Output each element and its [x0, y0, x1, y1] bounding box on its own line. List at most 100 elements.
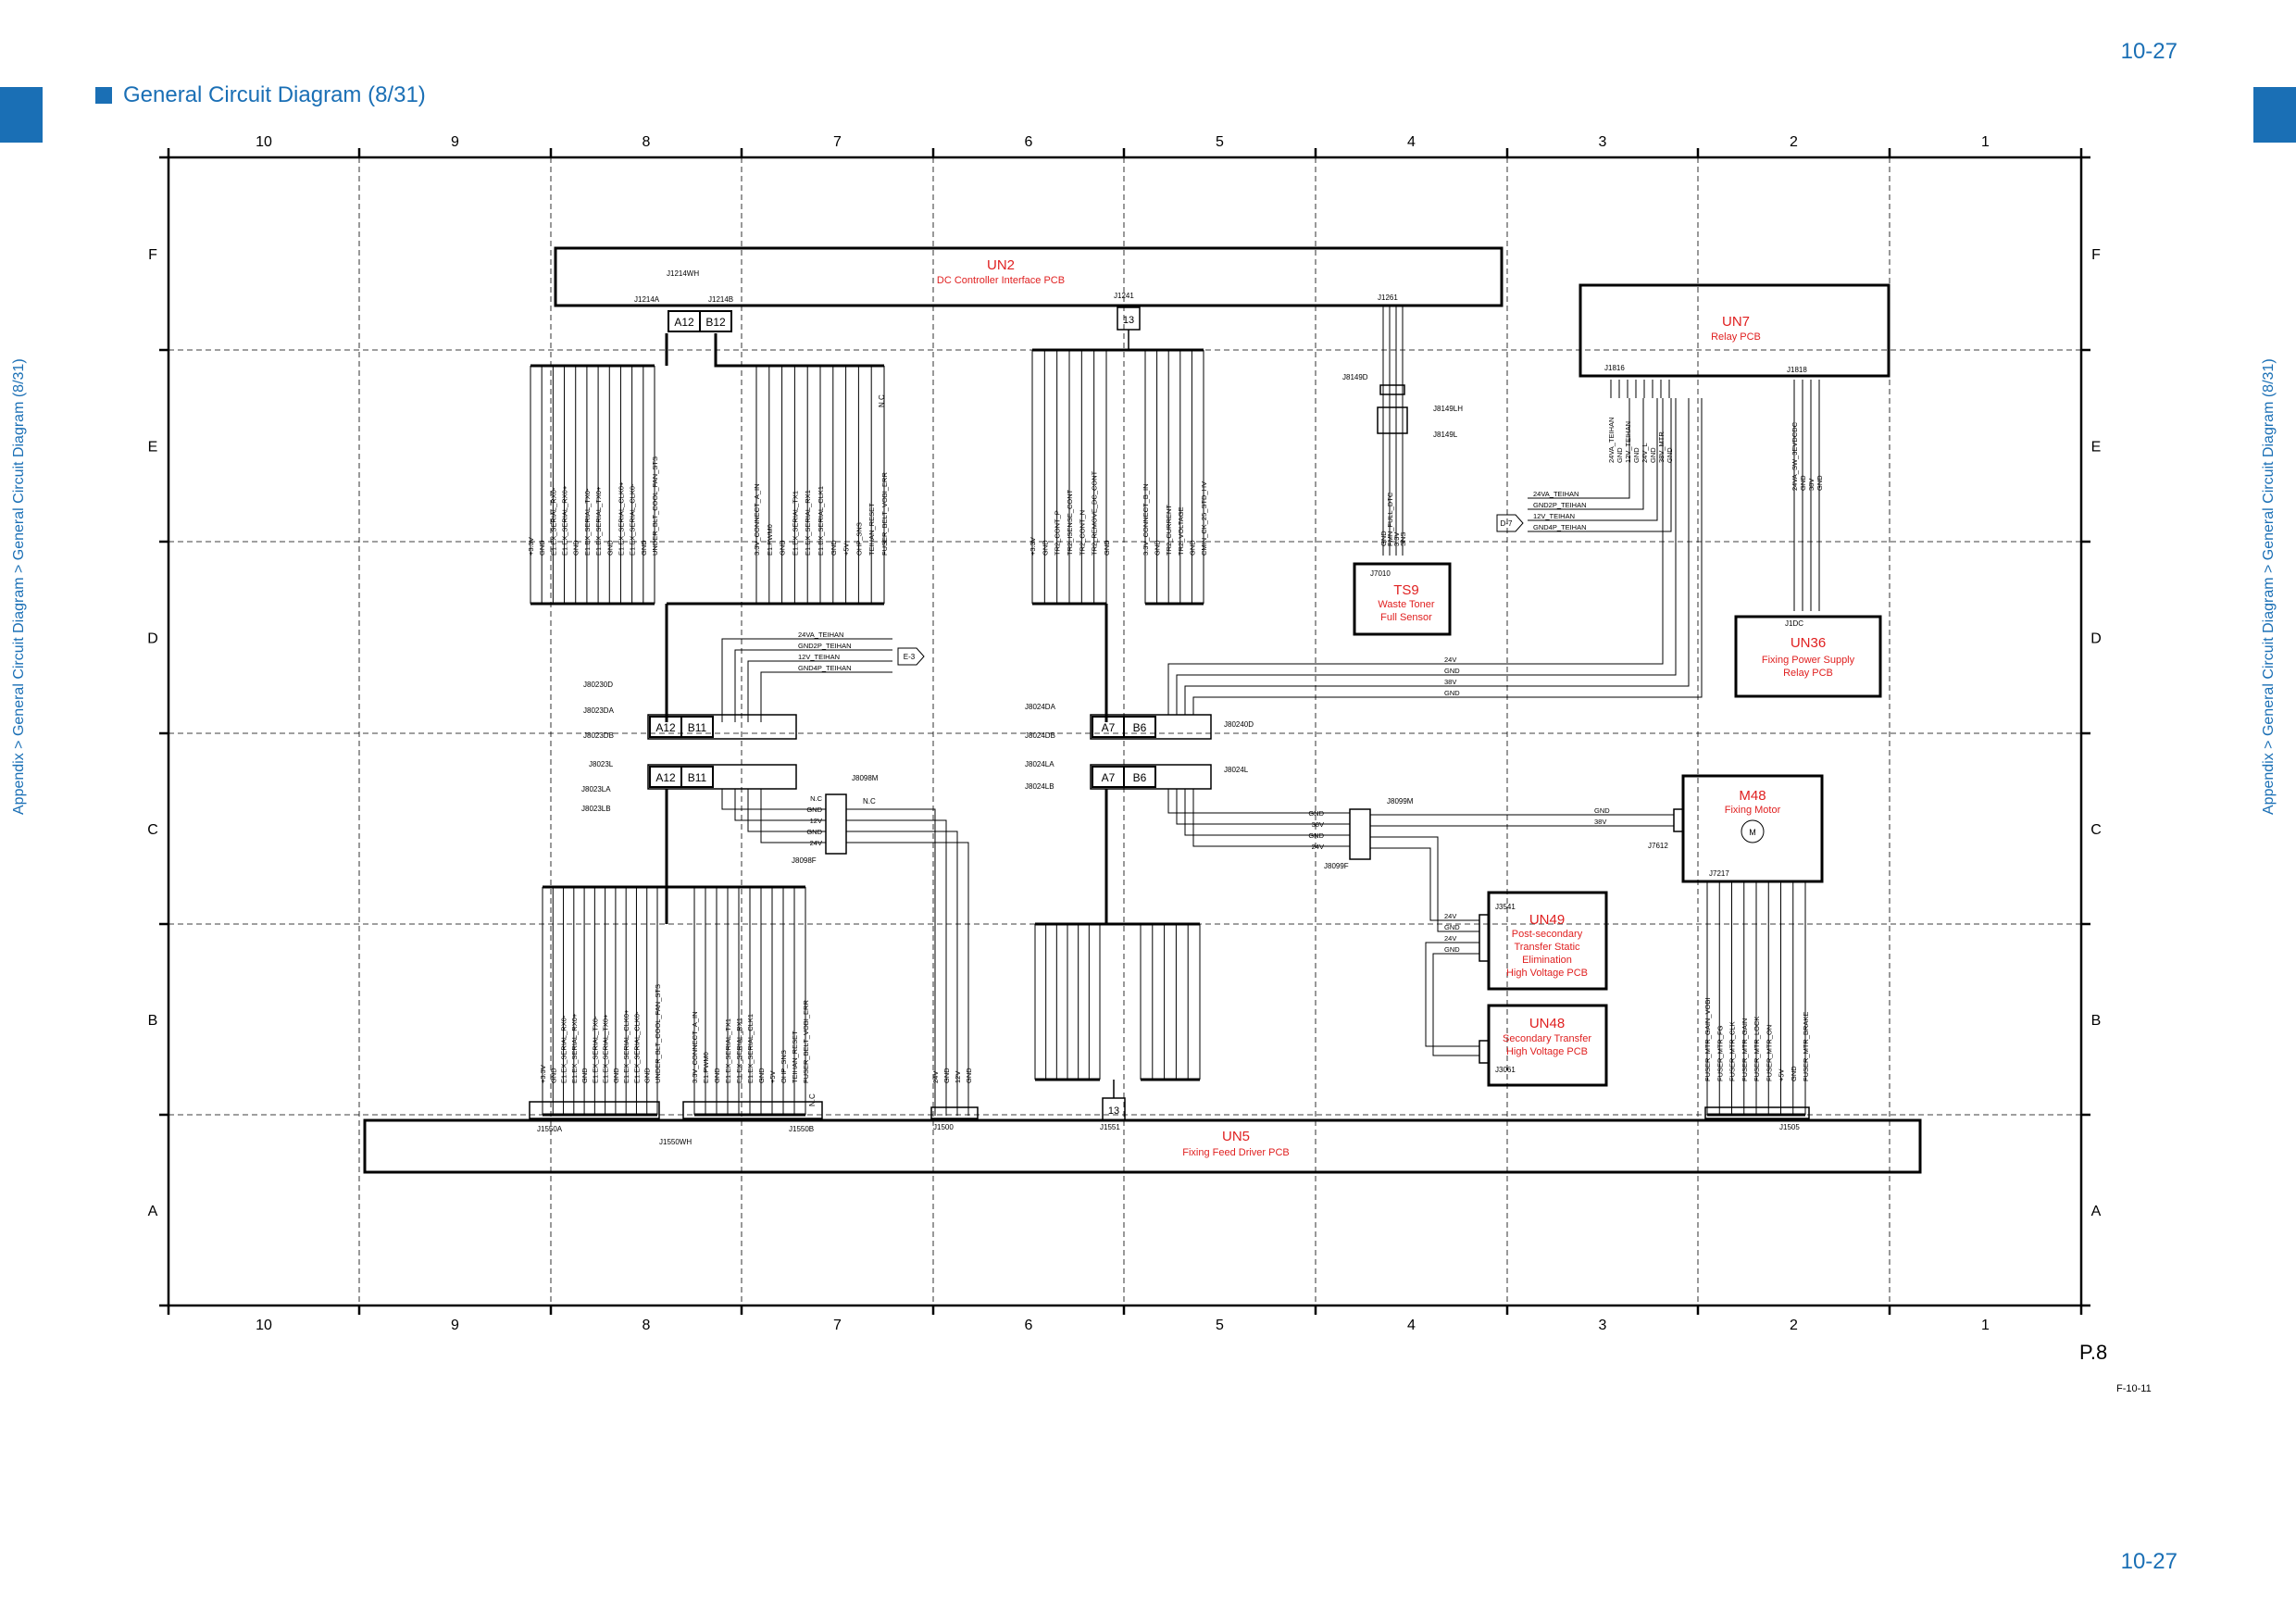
signal-label: +3.3V [527, 537, 535, 556]
un7-id: UN7 [1722, 314, 1750, 330]
m48-name: Fixing Motor [1725, 805, 1781, 816]
e3-wire [747, 660, 892, 722]
signal-label: E1.EX_SERIAL_RX0+ [561, 485, 569, 556]
column-label: 1 [1981, 1318, 1990, 1333]
row-label: F [148, 247, 157, 263]
connector-label: J80240D [1224, 720, 1254, 729]
un48-wire [1425, 942, 1479, 1047]
un5-signal: E1.EX_SERIAL_CLK0- [632, 1011, 641, 1083]
m48-id: M48 [1739, 788, 1766, 804]
ts9-box [1353, 562, 1452, 636]
j8098-wire [734, 789, 826, 821]
un7-signal: 38V_MTR [1657, 431, 1666, 463]
un5-signal: GND [580, 1068, 589, 1083]
title-square-icon [95, 87, 112, 104]
row-label: A [148, 1204, 158, 1219]
connector-label: J8149LH [1433, 405, 1463, 413]
connector-label: J7612 [1648, 842, 1668, 850]
page-number-bottom: 10-27 [2120, 1549, 2177, 1574]
row-label: A [2091, 1204, 2102, 1219]
connector-label: J8099M [1387, 797, 1414, 806]
un7-signal: GND [1632, 447, 1641, 463]
connector-marker-label: B6 [1133, 721, 1147, 734]
connector-marker-label: A7 [1102, 771, 1116, 784]
un48-id: UN48 [1529, 1016, 1565, 1031]
column-label: 1 [1981, 134, 1990, 150]
signal-label: E1.EX_SERIAL_TX0- [583, 488, 592, 556]
nc-label: N.C [808, 1093, 817, 1106]
signal-label: GND [1188, 540, 1196, 556]
left-side-tab[interactable] [0, 87, 43, 143]
connector-label: J8024DA [1025, 703, 1056, 711]
m48-signal: FUSER_MTR_FG [1716, 1025, 1724, 1081]
e3-signal: GND2P_TEIHAN [798, 642, 852, 650]
page-label: P.8 [2079, 1341, 2108, 1364]
un36-name: Relay PCB [1783, 668, 1833, 679]
un2-box [554, 246, 1504, 307]
connector-label: J3541 [1495, 903, 1516, 911]
un5-signal: GND [713, 1068, 721, 1083]
signal-label: E1.EX_SERIAL_TX0+ [594, 486, 603, 556]
right-side-tab[interactable] [2253, 87, 2296, 143]
section-title: General Circuit Diagram (8/31) [95, 82, 426, 108]
ts9-name: Full Sensor [1380, 612, 1432, 623]
connector-marker-label: B11 [688, 721, 707, 734]
un49-wire [1370, 836, 1479, 932]
signal-label: E1.EX_SERIAL_CLK1 [817, 486, 825, 556]
column-label: 8 [643, 1318, 651, 1333]
d-wire [1184, 398, 1690, 715]
un49-name: Elimination [1522, 955, 1572, 966]
un2-name: DC Controller Interface PCB [937, 275, 1065, 286]
connector-label: J1550B [789, 1125, 814, 1133]
connector-marker-label: A12 [674, 316, 694, 329]
connector-label: J1DC [1785, 619, 1803, 628]
column-label: 3 [1599, 1318, 1607, 1333]
signal-label: OHP_SNS [855, 522, 863, 556]
connector-marker-label: B11 [688, 771, 707, 784]
un49-signal: 24V [1444, 912, 1456, 920]
un5-signal: GND [942, 1068, 951, 1083]
connector-label: J8023LA [581, 785, 611, 793]
e3-wire [760, 671, 892, 722]
j8099-wire [1167, 789, 1350, 814]
signal-label: TR2_VOLTAGE [1177, 506, 1185, 556]
connector-label: J8099F [1324, 862, 1349, 870]
connector-label: J8024L [1224, 766, 1249, 774]
un5-signal: E1.EX_SERIAL_TX0- [591, 1016, 599, 1083]
j1550a-box [529, 1101, 660, 1119]
un5-signal: GND [757, 1068, 766, 1083]
signal-label: 3.3V_CONNECT_B_IN [1142, 483, 1150, 556]
column-label: 5 [1216, 1318, 1224, 1333]
un5-signal: +3.3V [539, 1065, 547, 1083]
signal-label: GND [830, 540, 838, 556]
signal-label: UNDER_BLT_COOL_FAN_STS [651, 456, 659, 556]
signal-label: TEIHAN_RESET [867, 503, 876, 556]
column-label: 4 [1407, 134, 1416, 150]
j8149d-box [1379, 384, 1405, 395]
signal-label: E1.EX_SERIAL_CLK0- [629, 483, 637, 556]
signal-label: E1.PWM0 [766, 524, 774, 556]
connector-label: J8149L [1433, 431, 1458, 439]
row-label: C [147, 822, 158, 838]
marker-13-label: 13 [1108, 1106, 1119, 1117]
connector-marker-label: A12 [655, 771, 676, 784]
connector-b11-box [680, 716, 714, 738]
signal-label: GND [1103, 540, 1111, 556]
e3-signal: GND4P_TEIHAN [798, 664, 852, 672]
connector-label: J1550WH [659, 1138, 692, 1146]
j8098-out-wire [846, 808, 936, 1116]
un5-signal: E1.EX_SERIAL_CLK0+ [622, 1009, 630, 1083]
un49-signal: 24V [1444, 934, 1456, 943]
connector-label: J1214A [634, 295, 660, 304]
e3-arrow [897, 647, 925, 666]
un5-signal: GND [965, 1068, 973, 1083]
d7-wire [1528, 398, 1658, 521]
signal-label: TR2_CURRENT [1165, 505, 1173, 556]
j8099-box [1349, 808, 1371, 860]
connector-label: J1816 [1604, 364, 1625, 372]
un49-signal: GND [1444, 945, 1460, 954]
m48-signal: FUSER_MTR_GAIN_VOBI [1703, 998, 1712, 1081]
un49-name: Post-secondary [1512, 929, 1583, 940]
un5-box [363, 1118, 1922, 1174]
signal-label: GND [572, 540, 580, 556]
